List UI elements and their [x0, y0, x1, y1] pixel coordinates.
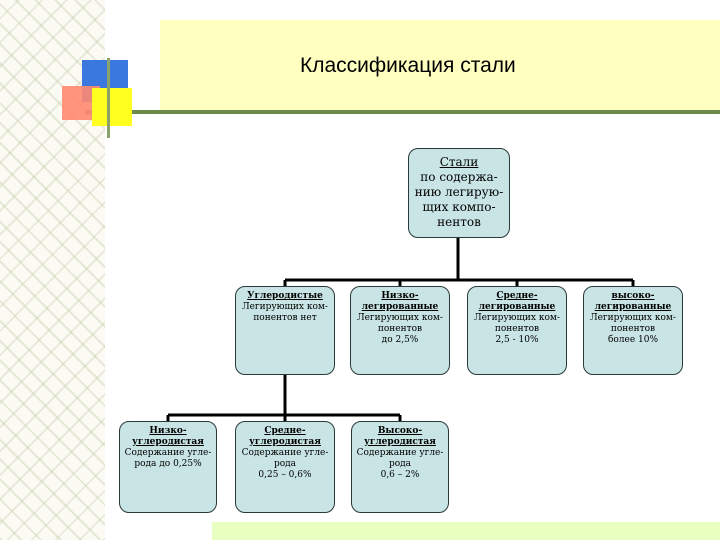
node-high-alloy-steel: высоко- легированные Легирующих ком- пон…	[583, 286, 683, 375]
node-title: Высоко- углеродистая	[364, 426, 436, 447]
node-text: Содержание угле- рода 0,6 – 2%	[356, 448, 444, 480]
decor-vertical-line	[107, 58, 110, 138]
node-low-carbon-steel: Низко- углеродистая Содержание угле- род…	[119, 421, 217, 513]
node-title: Низко- легированные	[361, 291, 439, 312]
node-text: Содержание угле- рода 0,25 – 0,6%	[241, 448, 329, 480]
node-text: Легирующих ком- понентов нет	[242, 302, 328, 323]
node-title: Низко- углеродистая	[132, 426, 204, 447]
node-low-alloy-steel: Низко- легированные Легирующих ком- поне…	[350, 286, 450, 375]
node-text: Легирующих ком- понентов 2,5 - 10%	[474, 313, 560, 345]
bottom-band	[212, 522, 720, 540]
title-band	[160, 20, 720, 112]
node-medium-carbon-steel: Средне- углеродистая Содержание угле- ро…	[235, 421, 335, 513]
decor-yellow-square	[92, 88, 132, 126]
node-text: Легирующих ком- понентов более 10%	[590, 313, 676, 345]
node-title: высоко- легированные	[594, 291, 672, 312]
node-medium-alloy-steel: Средне- легированные Легирующих ком- пон…	[467, 286, 567, 375]
page-title: Классификация стали	[300, 54, 516, 77]
node-text: Содержание угле- рода до 0,25%	[124, 448, 212, 469]
node-title: Средне- легированные	[478, 291, 556, 312]
node-title: Средне- углеродистая	[249, 426, 321, 447]
node-text: Легирующих ком- понентов до 2,5%	[357, 313, 443, 345]
node-text: по содержа- нию легирую- щих компо- нент…	[414, 170, 504, 229]
node-root-steels: Стали по содержа- нию легирую- щих компо…	[408, 148, 510, 238]
node-title: Углеродистые	[247, 291, 323, 301]
node-carbon-steel: Углеродистые Легирующих ком- понентов не…	[235, 286, 335, 375]
title-underline	[85, 110, 720, 114]
node-high-carbon-steel: Высоко- углеродистая Содержание угле- ро…	[351, 421, 449, 513]
node-title: Стали	[439, 155, 479, 169]
